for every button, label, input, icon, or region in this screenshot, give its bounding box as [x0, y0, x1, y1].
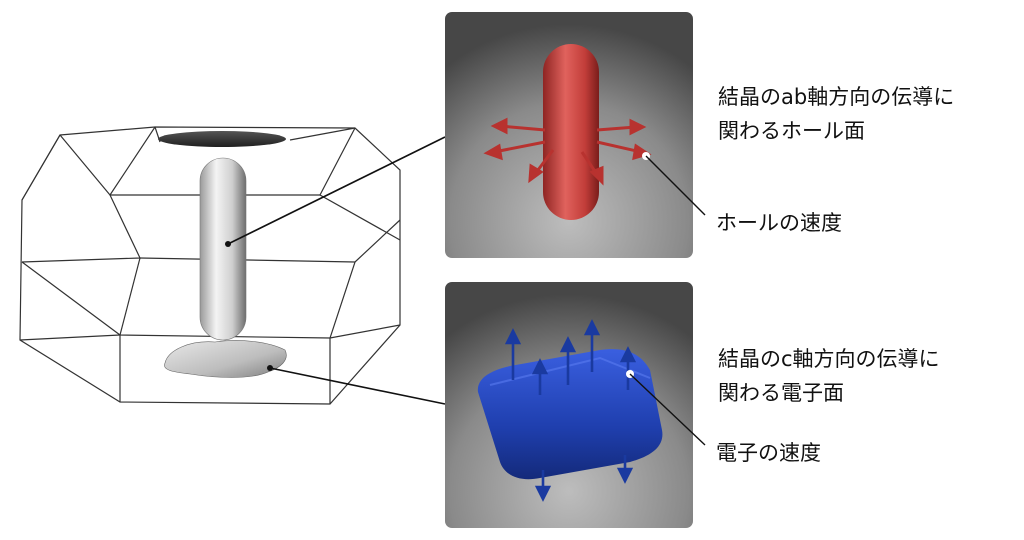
electron-pad-gray	[164, 340, 287, 378]
hole-surface-label-line1: 結晶のab軸方向の伝導に	[718, 85, 955, 109]
electron-velocity-label: 電子の速度	[716, 441, 821, 465]
electron-surface-label: 結晶のc軸方向の伝導に 関わる電子面	[718, 342, 940, 410]
hole-surface-label-line2: 関わるホール面	[718, 119, 865, 143]
hole-cylinder-gray	[199, 157, 247, 341]
electron-surface-label-line2: 関わる電子面	[718, 381, 844, 405]
electron-surface-panel	[445, 282, 693, 528]
label-pointers	[629, 155, 706, 446]
electron-pad-blue	[477, 349, 663, 480]
leader-lines	[227, 136, 446, 405]
hole-velocity-label: ホールの速度	[716, 211, 842, 235]
top-electron-disk	[158, 131, 286, 147]
leader-dot-electron	[267, 365, 273, 371]
hole-surface-label: 結晶のab軸方向の伝導に 関わるホール面	[718, 80, 954, 148]
hole-velocity-arrows	[483, 117, 652, 186]
hole-surface-panel	[445, 12, 693, 258]
leader-dot-hole	[225, 241, 231, 247]
electron-surface-label-line1: 結晶のc軸方向の伝導に	[718, 347, 940, 371]
hole-cylinder-red	[543, 44, 599, 220]
